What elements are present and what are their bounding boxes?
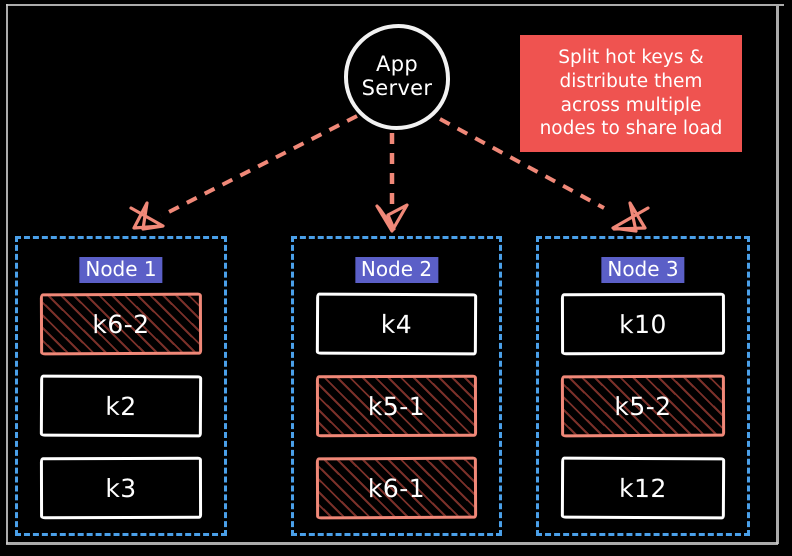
app-server-line-2: Server — [361, 76, 433, 100]
app-server-node[interactable]: App Server — [344, 24, 450, 130]
key-label: k2 — [105, 391, 137, 421]
key-list-2: k4 k5-1 k6-1 — [315, 292, 478, 520]
key-label: k5-1 — [367, 391, 426, 421]
key-box[interactable]: k2 — [39, 374, 203, 438]
frame-edge-left — [6, 4, 8, 544]
arrowhead-node-1 — [129, 201, 165, 231]
node-label-2: Node 2 — [354, 257, 439, 283]
node-container-1[interactable]: Node 1 k6-2 k2 k3 — [15, 236, 227, 536]
node-label-1: Node 1 — [79, 257, 163, 283]
key-label: k10 — [619, 309, 667, 339]
app-server-line-1: App — [376, 52, 418, 77]
annotation-line-2: distribute them — [559, 70, 703, 92]
key-label: k3 — [105, 473, 137, 503]
connector-line-node-1 — [160, 114, 358, 218]
annotation-line-1: Split hot keys & — [558, 47, 704, 69]
key-box[interactable]: k5-2 — [560, 374, 726, 438]
frame-edge-bottom — [6, 542, 778, 545]
key-box[interactable]: k10 — [560, 292, 726, 356]
key-list-3: k10 k5-2 k12 — [560, 292, 726, 520]
key-box[interactable]: k5-1 — [315, 374, 478, 438]
annotation-line-3: across multiple — [560, 94, 702, 116]
key-box[interactable]: k4 — [315, 292, 478, 356]
key-label: k4 — [380, 309, 413, 339]
annotation-callout: Split hot keys & distribute them across … — [520, 35, 742, 152]
node-container-3[interactable]: Node 3 k10 k5-2 k12 — [536, 236, 750, 536]
annotation-line-4: nodes to share load — [539, 118, 723, 140]
key-box[interactable]: k6-2 — [39, 292, 203, 356]
key-label: k6-1 — [367, 473, 426, 503]
key-box[interactable]: k3 — [39, 456, 203, 520]
key-label: k12 — [619, 473, 667, 503]
key-box[interactable]: k6-1 — [315, 456, 478, 520]
key-box[interactable]: k12 — [560, 456, 726, 520]
key-list-1: k6-2 k2 k3 — [39, 292, 203, 520]
arrowhead-node-3 — [611, 201, 650, 233]
node-label-3: Node 3 — [601, 257, 685, 283]
frame-edge-top — [6, 4, 784, 6]
key-label: k6-2 — [92, 309, 150, 339]
node-container-2[interactable]: Node 2 k4 k5-1 k6-1 — [291, 236, 502, 536]
arrowhead-node-2 — [375, 203, 409, 233]
frame-edge-right — [776, 6, 779, 544]
key-label: k5-2 — [614, 391, 672, 421]
